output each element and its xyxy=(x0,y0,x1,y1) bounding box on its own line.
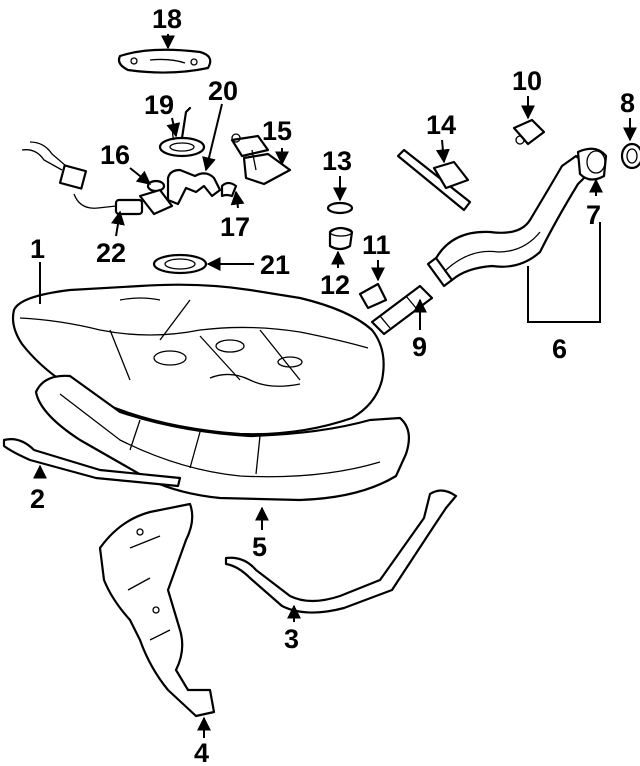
callout-2: 2 xyxy=(30,484,45,514)
part-15-fuel-pump xyxy=(230,133,292,186)
callout-21: 21 xyxy=(260,250,290,280)
callout-6: 6 xyxy=(552,334,567,364)
callout-22: 22 xyxy=(96,238,126,268)
callout-18: 18 xyxy=(152,4,182,34)
callout-8: 8 xyxy=(620,88,635,118)
part-4-heat-shield xyxy=(98,502,216,718)
part-10-check-valve xyxy=(512,118,546,146)
callout-19: 19 xyxy=(144,90,174,120)
callout-4: 4 xyxy=(194,738,209,766)
part-18-retainer-plate xyxy=(117,48,212,74)
part-20-hose xyxy=(166,168,222,206)
callout-14: 14 xyxy=(426,110,456,140)
callout-16: 16 xyxy=(100,140,130,170)
leader-lines xyxy=(33,34,637,738)
callout-5: 5 xyxy=(252,532,267,562)
callout-15: 15 xyxy=(262,116,292,146)
part-13-seal xyxy=(326,201,354,215)
callout-17: 17 xyxy=(220,212,250,242)
part-7-filler-housing xyxy=(576,147,608,181)
part-3-tank-strap xyxy=(224,489,458,614)
part-8-fuel-cap xyxy=(620,142,640,170)
part-22-sender-unit xyxy=(21,141,144,216)
part-19-pump-bracket xyxy=(158,106,206,158)
part-17-clamp xyxy=(220,181,238,198)
callout-20: 20 xyxy=(208,76,238,106)
part-12-valve xyxy=(328,226,354,251)
part-21-gasket xyxy=(152,253,208,275)
part-11-grommet xyxy=(358,282,388,310)
callout-1: 1 xyxy=(30,234,45,264)
part-16-clip xyxy=(138,179,174,216)
callout-11: 11 xyxy=(362,230,391,260)
callout-12: 12 xyxy=(320,270,350,300)
callout-9: 9 xyxy=(412,332,427,362)
part-2-tank-strap xyxy=(2,438,182,488)
part-14-vent-valve xyxy=(396,148,472,212)
callout-10: 10 xyxy=(512,66,542,96)
bracket-6 xyxy=(527,222,601,323)
callout-3: 3 xyxy=(284,624,299,654)
callout-13: 13 xyxy=(322,146,352,176)
callout-7: 7 xyxy=(586,200,601,230)
